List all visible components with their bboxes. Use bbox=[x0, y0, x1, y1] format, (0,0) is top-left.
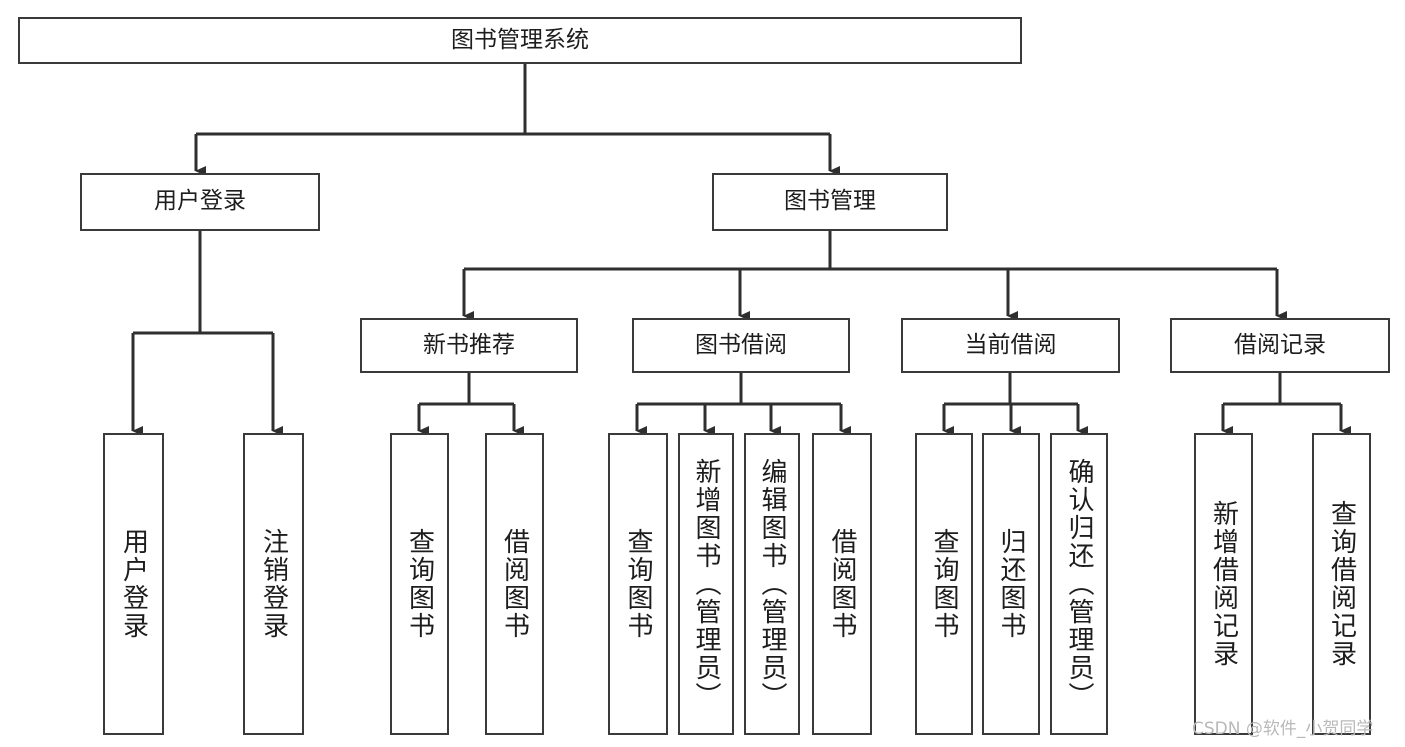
node-user-login[interactable]: 用户登录 bbox=[80, 173, 320, 231]
node-leaf-edit-book-admin[interactable]: 编辑图书（管理员） bbox=[744, 433, 800, 735]
node-label-leaf-confirm-return-admin: 确认归还（管理员） bbox=[1064, 458, 1094, 710]
node-label-leaf-user-logout: 注销登录 bbox=[258, 528, 289, 640]
node-label-leaf-query-book-borrow: 查询图书 bbox=[623, 528, 653, 640]
node-label-leaf-query-book-recommend: 查询图书 bbox=[404, 528, 435, 640]
node-new-book-recommend[interactable]: 新书推荐 bbox=[360, 318, 578, 373]
node-leaf-borrow-book-recommend[interactable]: 借阅图书 bbox=[485, 433, 544, 735]
node-label-leaf-return-book: 归还图书 bbox=[996, 528, 1026, 640]
node-label-leaf-add-book-admin: 新增图书（管理员） bbox=[691, 458, 721, 710]
node-leaf-query-book-recommend[interactable]: 查询图书 bbox=[390, 433, 449, 735]
node-label-root: 图书管理系统 bbox=[451, 26, 589, 53]
node-label-leaf-edit-book-admin: 编辑图书（管理员） bbox=[757, 458, 787, 710]
node-label-leaf-query-book-current: 查询图书 bbox=[929, 528, 959, 640]
node-label-leaf-user-login: 用户登录 bbox=[118, 528, 149, 640]
csdn-watermark: CSDN @软件_小贺同学 bbox=[1192, 719, 1374, 739]
node-label-leaf-borrow-book-recommend: 借阅图书 bbox=[499, 528, 530, 640]
node-book-manage[interactable]: 图书管理 bbox=[712, 173, 948, 231]
node-leaf-add-borrow-record[interactable]: 新增借阅记录 bbox=[1194, 433, 1253, 735]
node-borrow-record[interactable]: 借阅记录 bbox=[1170, 318, 1390, 373]
node-leaf-confirm-return-admin[interactable]: 确认归还（管理员） bbox=[1050, 433, 1108, 735]
node-leaf-user-login[interactable]: 用户登录 bbox=[103, 433, 164, 735]
connector-lines bbox=[131, 64, 1351, 436]
node-leaf-query-book-borrow[interactable]: 查询图书 bbox=[608, 433, 668, 735]
node-leaf-query-book-current[interactable]: 查询图书 bbox=[915, 433, 973, 735]
node-label-new-book-recommend: 新书推荐 bbox=[423, 331, 515, 358]
node-label-current-borrow: 当前借阅 bbox=[964, 331, 1057, 358]
node-label-book-manage: 图书管理 bbox=[784, 188, 876, 215]
node-leaf-return-book[interactable]: 归还图书 bbox=[982, 433, 1040, 735]
node-label-leaf-add-borrow-record: 新增借阅记录 bbox=[1208, 500, 1239, 668]
node-leaf-borrow-book[interactable]: 借阅图书 bbox=[812, 433, 872, 735]
node-label-user-login: 用户登录 bbox=[154, 188, 246, 215]
node-book-borrow[interactable]: 图书借阅 bbox=[632, 318, 850, 373]
node-leaf-user-logout[interactable]: 注销登录 bbox=[243, 433, 304, 735]
node-root[interactable]: 图书管理系统 bbox=[18, 17, 1022, 64]
node-current-borrow[interactable]: 当前借阅 bbox=[901, 318, 1120, 373]
node-label-borrow-record: 借阅记录 bbox=[1234, 331, 1326, 358]
node-label-book-borrow: 图书借阅 bbox=[695, 331, 787, 358]
node-leaf-query-borrow-record[interactable]: 查询借阅记录 bbox=[1312, 433, 1371, 735]
node-leaf-add-book-admin[interactable]: 新增图书（管理员） bbox=[678, 433, 734, 735]
node-label-leaf-query-borrow-record: 查询借阅记录 bbox=[1326, 500, 1357, 668]
node-label-leaf-borrow-book: 借阅图书 bbox=[827, 528, 857, 640]
